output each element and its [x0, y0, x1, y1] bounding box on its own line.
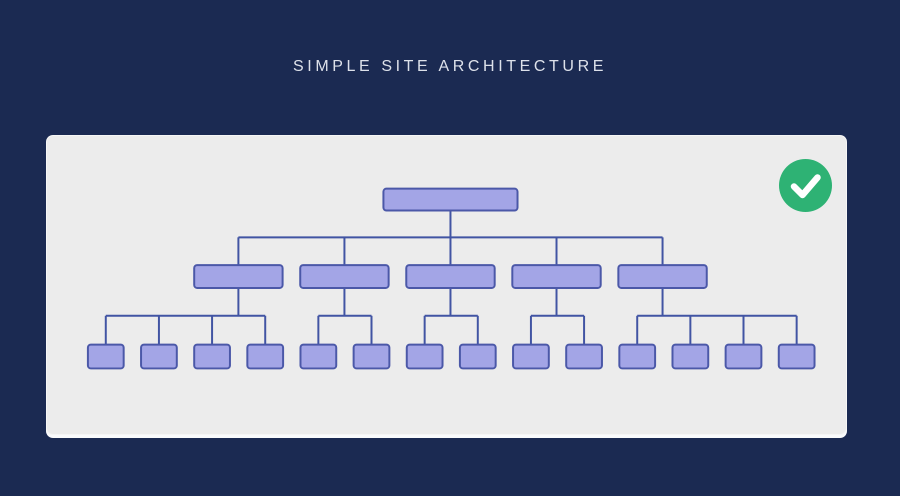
tree-node-branch [193, 264, 284, 289]
tree-node-root [382, 187, 519, 212]
tree-node-leaf [671, 343, 710, 370]
tree-node-leaf [565, 343, 603, 370]
site-architecture-tree [86, 187, 816, 370]
tree-node-branch [511, 264, 602, 289]
tree-node-leaf [299, 343, 338, 370]
tree-node-leaf [86, 343, 125, 370]
architecture-card [46, 135, 847, 435]
tree-node-leaf [618, 343, 657, 370]
tree-node-leaf [512, 343, 550, 370]
page-title: SIMPLE SITE ARCHITECTURE [293, 58, 607, 75]
tree-node-leaf [246, 343, 285, 370]
tree-node-leaf [352, 343, 391, 370]
tree-node-leaf [140, 343, 178, 370]
tree-node-branch [405, 264, 496, 289]
tree-node-leaf [458, 343, 497, 370]
tree-node-branch [617, 264, 708, 289]
checkmark-icon [790, 174, 821, 199]
tree-node-leaf [193, 343, 231, 370]
success-badge [779, 159, 832, 212]
tree-node-leaf [724, 343, 763, 370]
tree-node-branch [299, 264, 390, 289]
tree-node-leaf [405, 343, 444, 370]
tree-node-leaf [777, 343, 816, 370]
